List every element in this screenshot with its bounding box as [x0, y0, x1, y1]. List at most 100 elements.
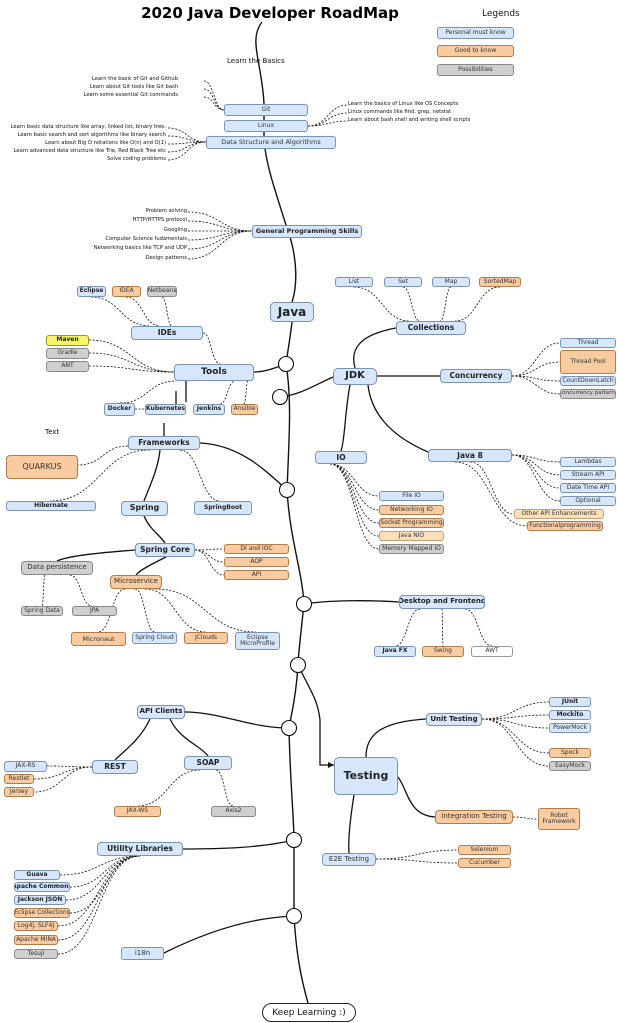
dashed-connector [49, 449, 151, 502]
dashed-connector [469, 461, 515, 515]
dashed-connector [511, 454, 561, 489]
solid-connector [397, 776, 436, 818]
junction-circle [280, 719, 298, 737]
node-idea: IDEA [112, 286, 141, 297]
dashed-connector [481, 718, 550, 754]
dashed-connector [511, 375, 561, 395]
dashed-connector [33, 766, 93, 793]
dashed-connector [511, 454, 561, 476]
node-netbeans: Netbeans [147, 286, 177, 297]
solid-connector [184, 711, 290, 729]
dashed-connector [481, 718, 550, 767]
node-data-persistence: Data persistence [21, 561, 93, 575]
dashed-connector [194, 549, 225, 563]
dashed-connector [59, 855, 141, 876]
solid-connector [169, 718, 209, 757]
dashed-connector [57, 855, 141, 941]
node-axis2: Axis2 [211, 806, 256, 817]
dashed-connector [481, 701, 550, 720]
dashed-connector [154, 588, 257, 633]
solid-connector [340, 384, 351, 452]
node-awt: AWT [471, 646, 513, 657]
dashed-connector [136, 769, 201, 807]
dashed-connector [203, 96, 225, 111]
solid-connector [199, 442, 288, 491]
solid-connector [114, 718, 151, 761]
node-mockito: Mockito [549, 710, 591, 720]
junction-circle [289, 656, 307, 674]
linux-note: Learn about bash shell and writing shell… [348, 117, 471, 123]
dashed-connector [511, 342, 561, 377]
node-restlet: Restlet [4, 774, 34, 784]
node-jenkins: Jenkins [193, 404, 225, 415]
dashed-connector [65, 855, 141, 901]
gps-note: Problem solving [145, 208, 187, 214]
node-e2e-testing: E2E Testing [322, 853, 376, 866]
dashed-connector [219, 380, 236, 405]
dashed-connector [439, 286, 452, 322]
node-spring: Spring [121, 501, 168, 516]
dashed-connector [69, 855, 141, 914]
node-collections: Collections [396, 321, 466, 335]
node-desktop-frontend: Desktop and Frontend [399, 595, 485, 609]
node-date-time-api: Date Time API [560, 483, 616, 493]
node-jersey: Jersey [4, 787, 34, 797]
dashed-connector [88, 352, 175, 373]
node-data-structures: Data Structure and Algorithms [206, 136, 336, 149]
node-socket-programming: Socket Programming [379, 518, 444, 528]
dashed-connector [46, 765, 93, 768]
dashed-connector [307, 120, 349, 127]
dashed-connector [203, 88, 225, 111]
dashed-connector [88, 339, 175, 373]
dashed-connector [161, 296, 173, 327]
node-guava: Guava [14, 870, 60, 880]
dashed-connector [375, 858, 459, 864]
linux-note: Learn the basics of Linux like OS Concep… [348, 101, 459, 107]
node-tools: Tools [174, 364, 254, 381]
dashed-connector [511, 375, 561, 382]
node-spring-data: Spring Data [21, 606, 63, 616]
node-api-spring-core: API [224, 570, 289, 580]
junction-circle [271, 388, 289, 406]
page-title: 2020 Java Developer RoadMap [141, 4, 399, 22]
dashed-connector [402, 286, 421, 322]
node-jclouds: JClouds [184, 632, 228, 644]
dashed-connector [441, 608, 444, 647]
node-api-clients: API Clients [137, 705, 185, 719]
dashed-connector [134, 588, 156, 633]
dashed-connector [57, 855, 141, 927]
gps-note: Networking basics like TCP and UDP [93, 245, 187, 251]
git-note: Learn about Git tools like Git bash [89, 84, 178, 90]
node-optional: Optional [560, 496, 616, 506]
solid-connector [348, 794, 355, 854]
node-testing: Testing [334, 757, 398, 795]
junction-circle [285, 907, 303, 925]
node-microservice: Microservice [110, 575, 162, 589]
node-jpa: JPA [72, 606, 117, 616]
node-io: IO [315, 451, 367, 464]
dashed-connector [125, 296, 161, 327]
node-quarkus: QUARKUS [6, 455, 78, 479]
dsa-note: Solve coding problems [107, 156, 166, 162]
dashed-connector [454, 286, 501, 322]
node-jax-rs: JAX-RS [4, 761, 47, 772]
solid-connector [303, 600, 400, 605]
dashed-connector [329, 463, 380, 497]
solid-connector [297, 664, 334, 766]
dashed-connector [464, 608, 493, 647]
legend-must-know: Personal must know [437, 27, 514, 39]
dashed-connector [167, 141, 207, 161]
node-integration-testing: Integration Testing [435, 810, 513, 824]
solid-connector [163, 915, 295, 954]
node-jackson-json: Jackson JSON [14, 895, 66, 905]
text-label: Text [45, 428, 60, 436]
node-other-api: Other API Enhancements [514, 509, 604, 519]
solid-connector [56, 549, 136, 562]
dashed-connector [194, 549, 225, 576]
node-robot-framework: Robot Framework [538, 808, 580, 830]
node-memory-mapped-io: Memory Mapped IO [379, 544, 444, 554]
legend-title: Legends [482, 9, 520, 19]
node-di-ioc: DI and IOC [224, 544, 289, 554]
